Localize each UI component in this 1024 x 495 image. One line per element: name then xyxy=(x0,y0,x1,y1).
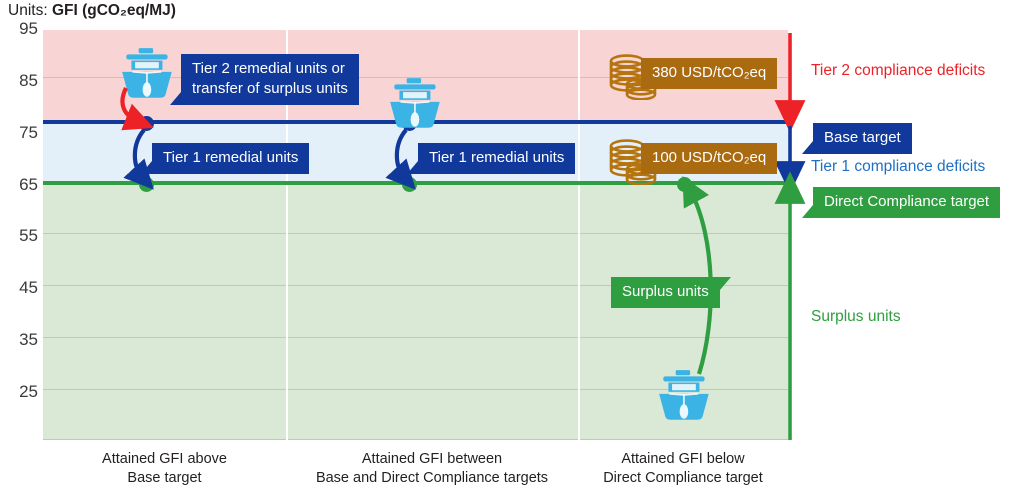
y-tick-95: 95 xyxy=(19,19,38,38)
callout-tier1-remedial-col1[interactable]: Tier 1 remedial units xyxy=(140,143,310,174)
x-axis-label-col1: Attained GFI above Base target xyxy=(43,450,286,488)
y-tick-85: 85 xyxy=(19,71,38,90)
price-badge-tier1: 100 USD/tCO₂eq xyxy=(641,143,778,174)
y-tick-65: 65 xyxy=(19,175,38,194)
column-separator-1 xyxy=(286,30,288,440)
column-separator-2 xyxy=(578,30,580,440)
callout-tier2-remedial-line1: Tier 2 remedial units or xyxy=(192,60,345,77)
gridline-25 xyxy=(43,439,788,440)
y-tick-75: 75 xyxy=(19,123,38,142)
y-tick-35: 35 xyxy=(19,330,38,349)
x-axis-label-col3: Attained GFI below Direct Compliance tar… xyxy=(578,450,788,488)
marker-direct-col3 xyxy=(677,177,692,192)
marker-base-col2 xyxy=(402,116,417,131)
label-base-target[interactable]: Base target xyxy=(802,123,912,154)
gridline-35 xyxy=(43,389,788,390)
x-axis-label-col1-line2: Base target xyxy=(127,470,202,486)
band-surplus xyxy=(43,182,788,440)
x-axis-label-col2-line1: Attained GFI between xyxy=(361,451,503,467)
units-prefix: Units: xyxy=(8,2,52,19)
y-tick-25: 25 xyxy=(19,382,38,401)
x-axis-label-col1-line1: Attained GFI above xyxy=(102,451,227,467)
label-direct-compliance-target[interactable]: Direct Compliance target xyxy=(801,187,1001,218)
y-axis: 95 85 75 65 55 45 35 25 xyxy=(0,19,38,440)
callout-surplus-units[interactable]: Surplus units xyxy=(611,277,731,308)
marker-direct-col1 xyxy=(139,177,154,192)
x-axis-label-col3-line1: Attained GFI below xyxy=(621,451,745,467)
x-axis-label-col2-line2: Base and Direct Compliance targets xyxy=(315,470,549,486)
y-tick-45: 45 xyxy=(19,278,38,297)
plot-area xyxy=(43,30,788,440)
marker-direct-col2 xyxy=(402,177,417,192)
gridline-45 xyxy=(43,337,788,338)
gridline-55 xyxy=(43,285,788,286)
marker-base-col1 xyxy=(139,116,154,131)
gridline-65 xyxy=(43,233,788,234)
side-label-tier2-deficits: Tier 2 compliance deficits xyxy=(811,62,986,79)
x-axis-label-col3-line2: Direct Compliance target xyxy=(603,470,763,486)
gridline-95 xyxy=(43,77,788,78)
units-value: GFI (gCO₂eq/MJ) xyxy=(51,2,176,19)
callout-tier2-remedial-line2: transfer of surplus units xyxy=(192,80,348,97)
side-label-tier1-deficits: Tier 1 compliance deficits xyxy=(811,158,986,175)
callout-tier2-remedial[interactable]: Tier 2 remedial units or transfer of sur… xyxy=(170,54,359,105)
side-label-surplus: Surplus units xyxy=(811,308,901,325)
x-axis-label-col2: Attained GFI between Base and Direct Com… xyxy=(286,450,578,488)
units-caption: Units: GFI (gCO₂eq/MJ) xyxy=(8,2,176,20)
y-tick-55: 55 xyxy=(19,226,38,245)
price-badge-tier2: 380 USD/tCO₂eq xyxy=(641,58,778,89)
callout-tier1-remedial-col2[interactable]: Tier 1 remedial units xyxy=(406,143,576,174)
